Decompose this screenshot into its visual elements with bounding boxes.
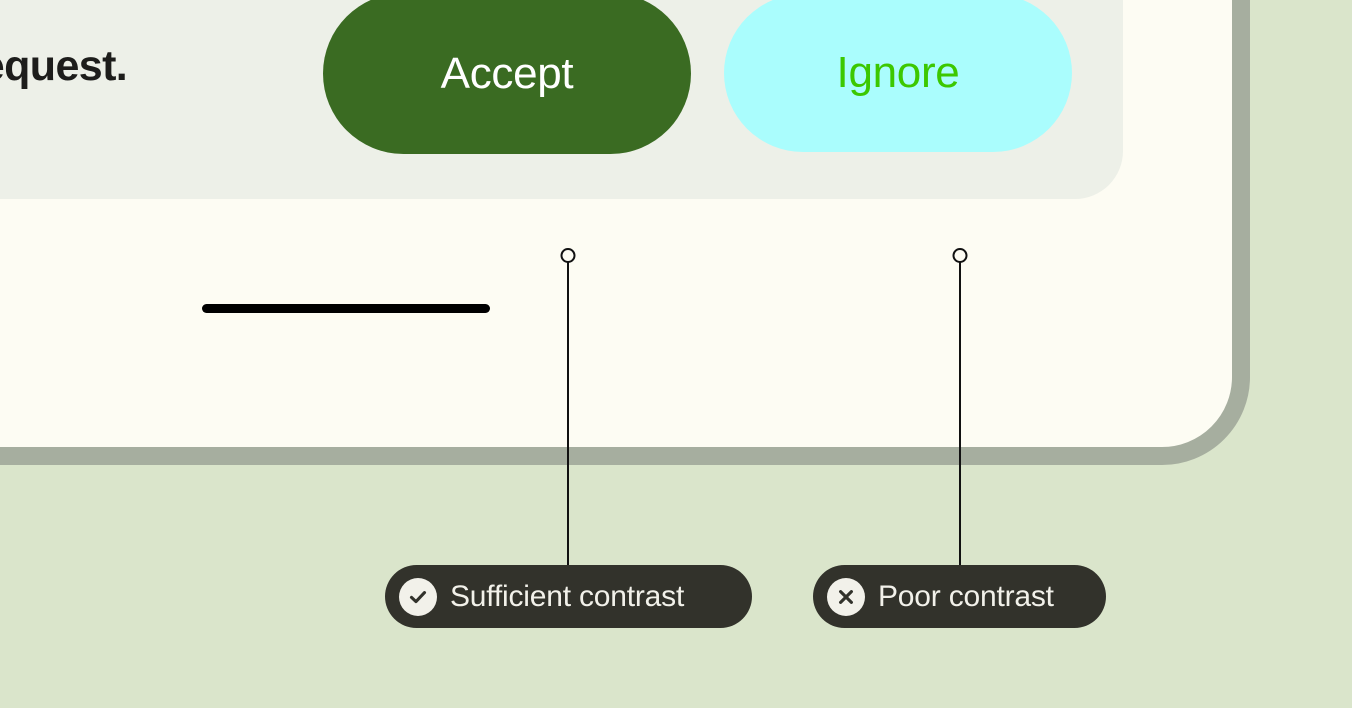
callout-sufficient-label: Sufficient contrast	[450, 579, 685, 613]
request-message-text: a request.	[0, 42, 128, 90]
callout-sufficient-contrast: Sufficient contrast	[385, 565, 752, 628]
accept-button[interactable]: Accept	[323, 0, 691, 154]
x-circle-icon	[827, 577, 865, 616]
callout-poor-contrast: Poor contrast	[813, 565, 1106, 628]
device-card: a request. Accept Ignore	[0, 0, 1250, 465]
check-circle-icon	[399, 577, 437, 616]
callout-poor-label: Poor contrast	[878, 579, 1054, 613]
home-indicator-bar	[202, 304, 490, 313]
ignore-button[interactable]: Ignore	[724, 0, 1072, 152]
